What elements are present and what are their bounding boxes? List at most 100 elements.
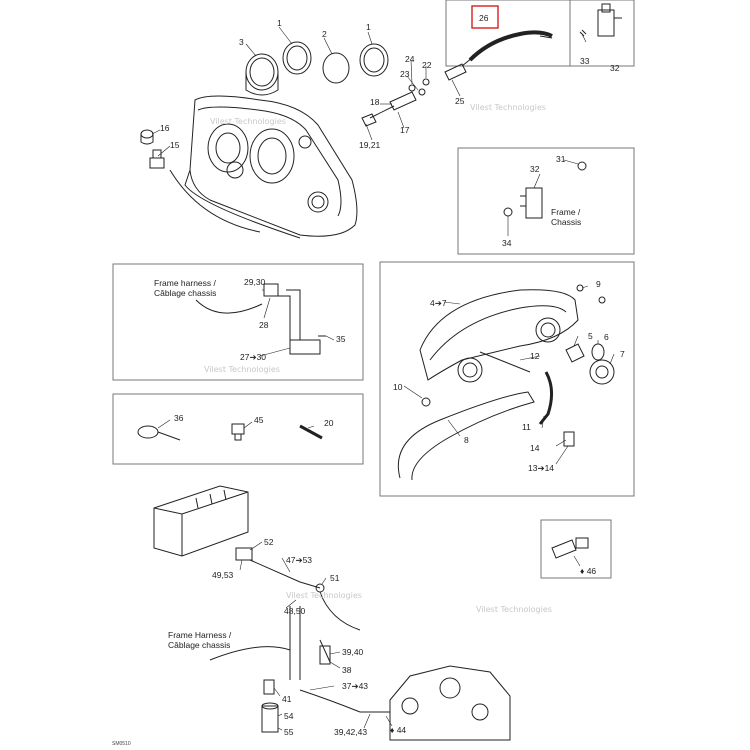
washer-23 [418, 88, 426, 96]
nut-22 [422, 78, 430, 86]
panel-frame-chassis [457, 147, 635, 255]
callout-9: 9 [596, 279, 601, 289]
engine-block [360, 665, 511, 741]
callout-54: 54 [284, 711, 294, 721]
lens-2 [322, 52, 350, 84]
callout-1b: 1 [366, 22, 371, 32]
callout-11: 11 [522, 422, 531, 432]
callout-5: 5 [588, 331, 593, 341]
callout-4-7: 4➔7 [430, 298, 447, 308]
lower-harness [209, 591, 361, 713]
callout-19-21: 19,21 [359, 140, 381, 150]
screw-31 [577, 161, 587, 171]
instrument-housing [169, 95, 358, 239]
connector-41 [263, 679, 275, 695]
callout-7: 7 [620, 349, 625, 359]
panel-small-parts [112, 393, 364, 465]
callout-49-53: 49,53 [212, 570, 234, 580]
connector-18 [389, 91, 417, 111]
connector-38 [319, 645, 331, 665]
cap-7 [589, 359, 615, 385]
harness-connector [195, 283, 321, 355]
leader-lines [151, 26, 615, 731]
socket-6 [591, 343, 605, 361]
label-frame-harness2-1: Frame Harness / [168, 630, 232, 640]
callout-2: 2 [322, 29, 327, 39]
fitting-25 [444, 63, 467, 81]
callout-51: 51 [330, 573, 340, 583]
tube-11 [538, 371, 553, 425]
callout-48-50: 48,50 [284, 606, 306, 616]
connector-52 [235, 547, 253, 561]
bulb-5 [565, 343, 585, 363]
callout-10: 10 [393, 382, 403, 392]
callout-36: 36 [174, 413, 184, 423]
callout-52: 52 [264, 537, 274, 547]
callout-6: 6 [604, 332, 609, 342]
bezel-ring-1 [282, 41, 312, 75]
callout-41: 41 [282, 694, 292, 704]
callout-17: 17 [400, 125, 410, 135]
callout-34: 34 [502, 238, 512, 248]
callout-37-43: 37➔43 [342, 681, 368, 691]
cable-17 [361, 105, 395, 127]
watermark-1: Vilest Technologies [470, 103, 546, 112]
panel-connector-46 [540, 519, 612, 579]
watermark-5: Vilest Technologies [286, 591, 362, 600]
relay-box [153, 485, 249, 557]
watermarks: Vilest Technologies Vilest Technologies … [204, 103, 552, 614]
watermark-4: Vilest Technologies [476, 605, 552, 614]
harness-8 [397, 391, 535, 481]
screw-9a [576, 284, 584, 292]
callout-31: 31 [556, 154, 566, 164]
switch-15 [149, 149, 165, 169]
highlight-box-26 [471, 5, 499, 29]
callout-46: ♦ 46 [580, 566, 596, 576]
callout-39-42-43: 39,42,43 [334, 727, 367, 737]
plug-45 [231, 423, 245, 441]
panel-fuse-holder [569, 0, 635, 67]
connector-14 [563, 431, 575, 447]
callout-33: 33 [580, 56, 590, 66]
callout-26: 26 [479, 13, 489, 23]
screw-10 [421, 397, 431, 407]
callout-28: 28 [259, 320, 269, 330]
callout-32b: 32 [530, 164, 540, 174]
watermark-2: Vilest Technologies [210, 117, 286, 126]
label-frame-harness-1: Frame harness / [154, 278, 217, 288]
callout-1: 1 [277, 18, 282, 28]
callout-3: 3 [239, 37, 244, 47]
wire-47 [249, 559, 321, 589]
label-frame-chassis-1: Frame / [551, 207, 581, 217]
watermark-3: Vilest Technologies [204, 365, 280, 374]
callout-22: 22 [422, 60, 432, 70]
ignition-coil [261, 702, 279, 733]
screw-34 [503, 207, 513, 217]
labels: Frame / Chassis Frame harness / Câblage … [154, 207, 581, 650]
callout-25: 25 [455, 96, 465, 106]
callout-38: 38 [342, 665, 352, 675]
callout-29-30: 29,30 [244, 277, 266, 287]
callout-24: 24 [405, 54, 415, 64]
callout-14: 14 [530, 443, 540, 453]
callout-45: 45 [254, 415, 264, 425]
bezel-ring-1b [359, 43, 389, 77]
pin-20 [299, 424, 323, 440]
figure-code: SM0510 [112, 741, 131, 747]
washer-24 [408, 84, 416, 92]
cap-16 [140, 129, 154, 145]
callout-27-30: 27➔30 [240, 352, 266, 362]
callout-18: 18 [370, 97, 380, 107]
cable-26 [461, 30, 553, 67]
panel-frame-harness [112, 263, 364, 381]
callout-39-40: 39,40 [342, 647, 364, 657]
callout-16: 16 [160, 123, 170, 133]
screw-9b [598, 296, 606, 304]
panel-headlight [379, 261, 635, 497]
connector-46 [551, 537, 589, 559]
callout-55: 55 [284, 727, 294, 737]
fuse-holder-32b [520, 187, 543, 219]
callouts: 1 2 3 1 26 24 22 23 25 18 17 19,21 16 15… [160, 13, 625, 737]
callout-20: 20 [324, 418, 334, 428]
